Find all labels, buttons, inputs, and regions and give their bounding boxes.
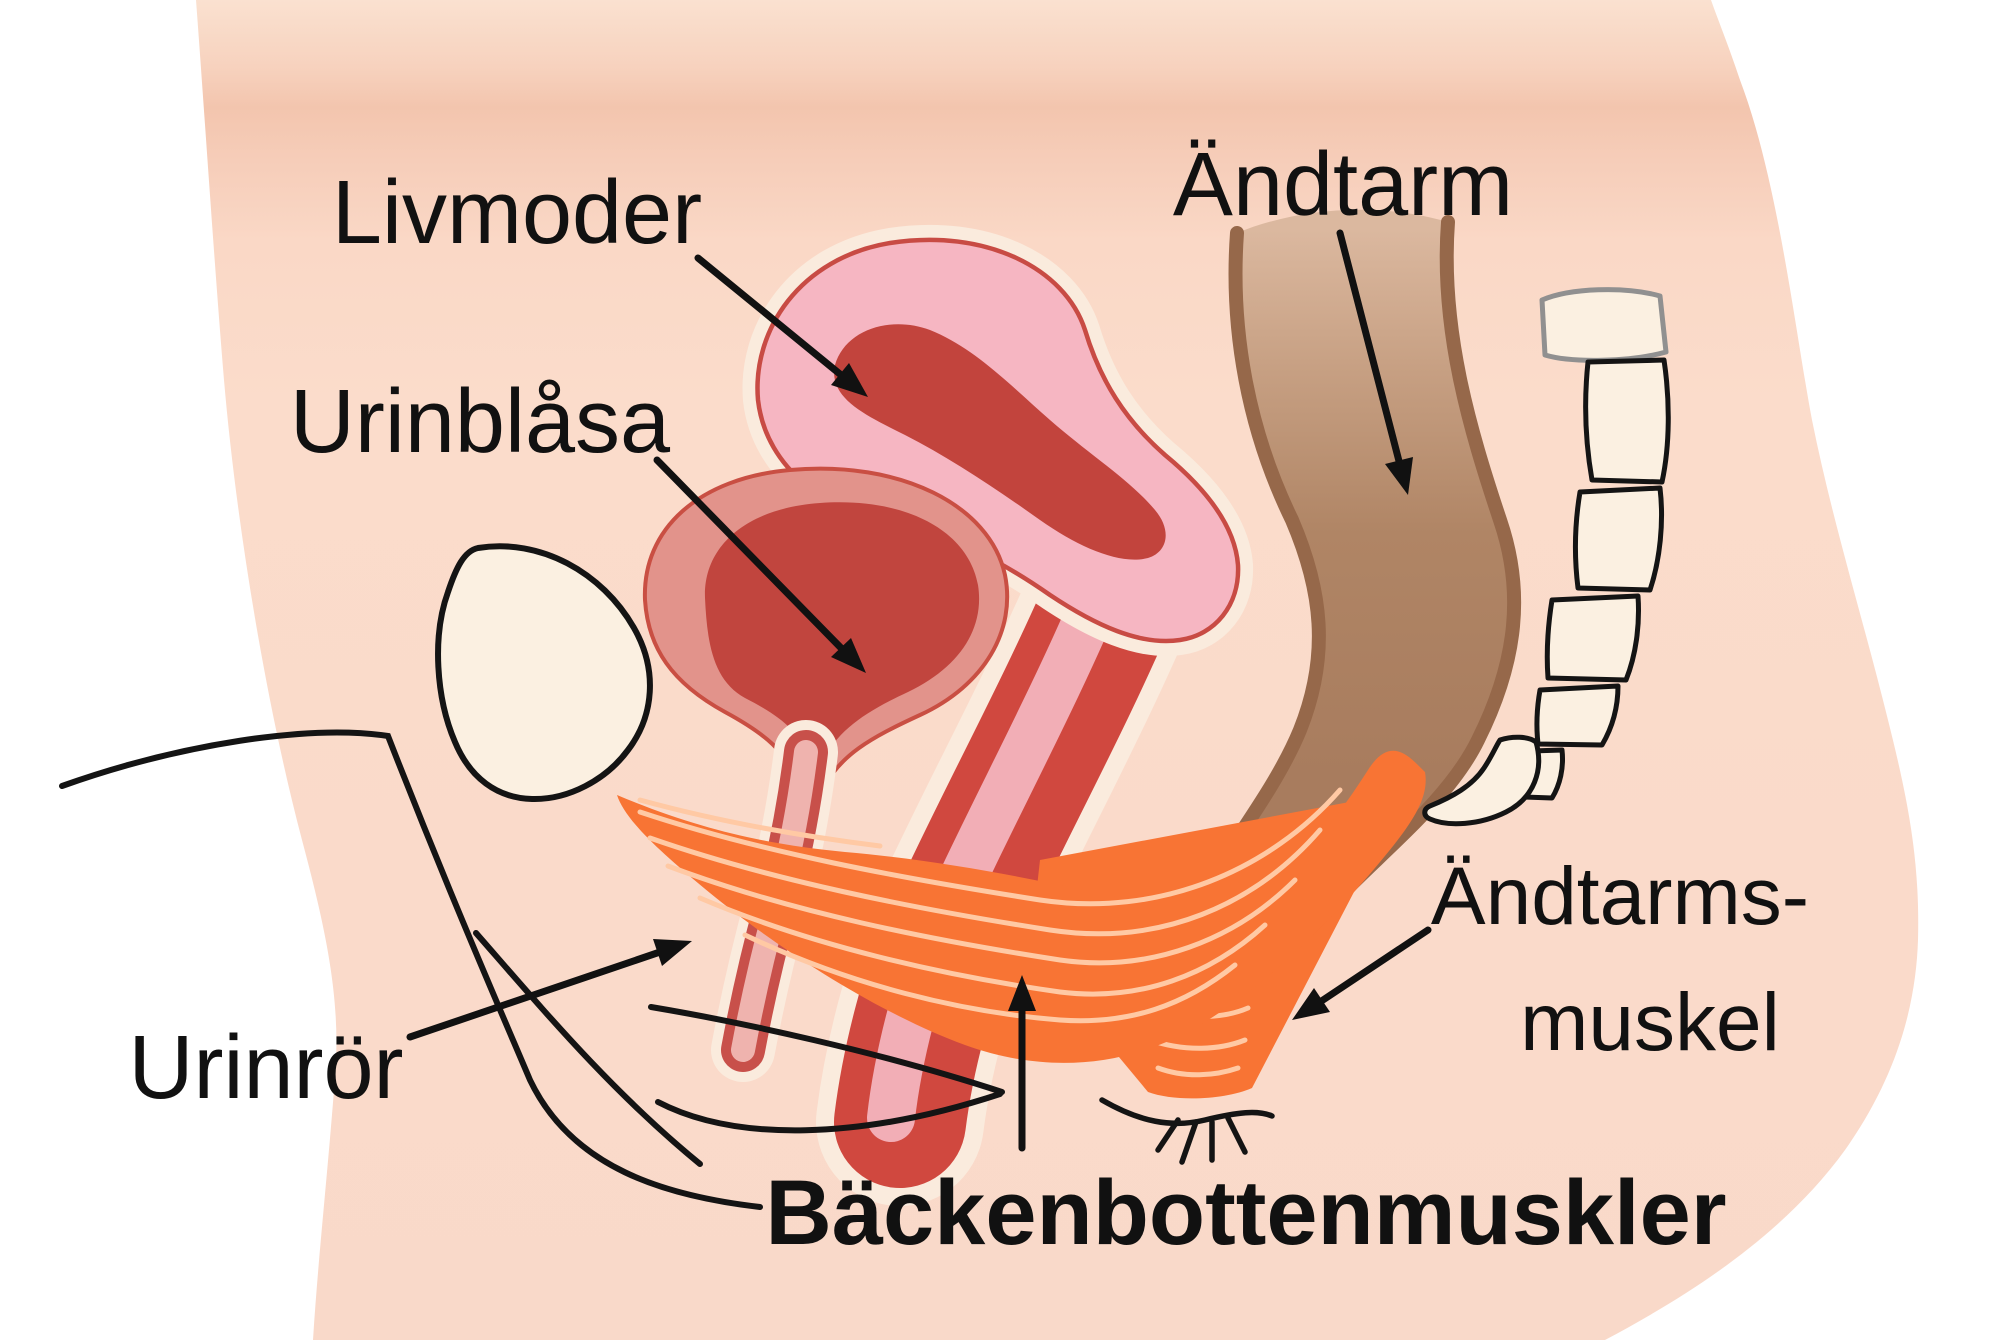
uterus-cavity: [834, 324, 1166, 560]
pelvic-floor-arrow: [1008, 975, 1036, 1152]
bladder-arrow: [653, 456, 866, 673]
label-bladder: Urinblåsa: [290, 372, 671, 472]
uterus-arrow: [694, 254, 868, 397]
sacrum-coccyx-bones: [1422, 287, 1671, 827]
pointer-arrows: [406, 229, 1432, 1152]
urethra-arrow: [406, 939, 692, 1041]
vertebra-faint: [1539, 287, 1669, 363]
anal-sphincter-arrow: [1292, 926, 1432, 1020]
label-anal-sphincter-line1: Ändtarms-: [1431, 851, 1809, 942]
anus-wrinkles: [1099, 1097, 1275, 1165]
pelvic-floor-muscle: [617, 750, 1426, 1063]
uterus: [742, 224, 1254, 656]
pubic-bone: [435, 543, 653, 803]
label-anal-sphincter-line2: muskel: [1520, 977, 1780, 1068]
thigh-crease: [473, 930, 703, 1167]
label-pelvic-floor: Bäckenbottenmuskler: [765, 1162, 1726, 1264]
rectum-arrow: [1336, 229, 1413, 495]
vulva-line-lower: [655, 1091, 1003, 1134]
vulva-line-upper: [648, 1004, 1005, 1095]
bladder-interior: [704, 502, 980, 762]
coccyx-tip: [1422, 734, 1542, 827]
skin-creases: [59, 729, 1005, 1210]
label-rectum: Ändtarm: [1173, 135, 1513, 235]
groin-crease: [59, 729, 763, 1210]
label-uterus: Livmoder: [332, 163, 702, 263]
label-urethra: Urinrör: [128, 1018, 403, 1118]
